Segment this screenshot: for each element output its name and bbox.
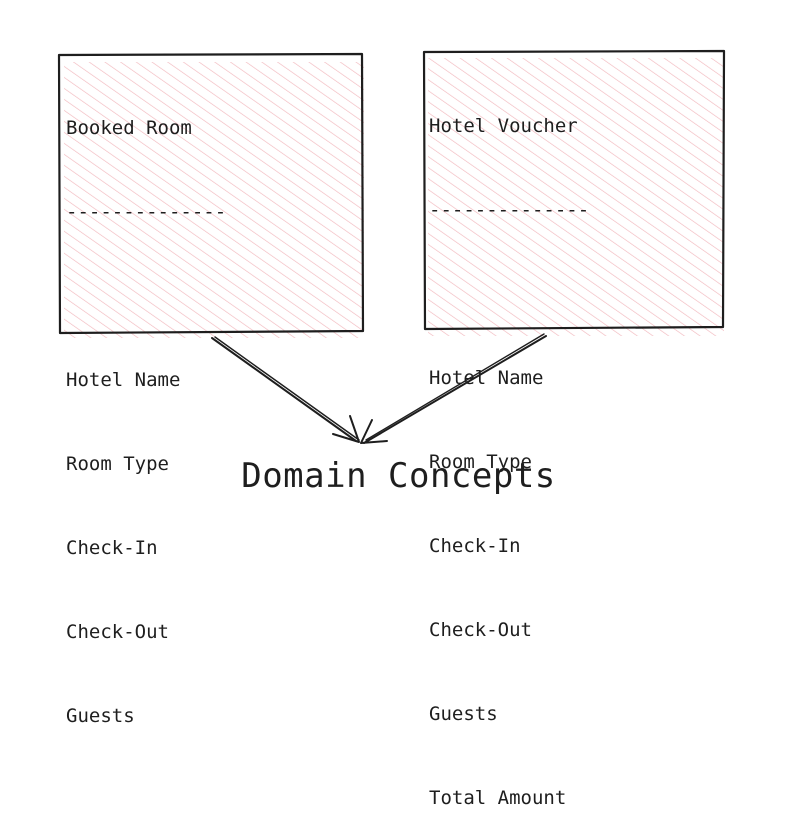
booked-room-box <box>57 52 365 335</box>
hotel-voucher-spacer <box>429 280 589 308</box>
domain-concepts-caption: Domain Concepts <box>241 456 556 496</box>
booked-room-separator: -------------- <box>66 201 227 223</box>
booked-room-title: Booked Room <box>66 117 192 139</box>
hotel-voucher-field: Total Amount <box>429 787 567 809</box>
arrow-left-to-domain <box>211 336 360 443</box>
booked-room-field: Check-Out <box>66 621 169 643</box>
booked-room-field: Guests <box>66 705 135 727</box>
booked-room-hatch-fill <box>64 62 364 338</box>
hotel-voucher-field: Hotel Name <box>429 367 544 389</box>
hotel-voucher-field: Check-Out <box>429 619 532 641</box>
hotel-voucher-field: Room Type <box>429 451 532 473</box>
hotel-voucher-content: Hotel Voucher -------------- Hotel Name … <box>429 56 589 840</box>
hotel-voucher-box <box>422 49 726 331</box>
booked-room-field: Room Type <box>66 453 169 475</box>
booked-room-content: Booked Room -------------- Hotel Name Ro… <box>66 58 226 758</box>
booked-room-field: Check-In <box>66 537 158 559</box>
hotel-voucher-hatch-fill <box>428 58 724 336</box>
hotel-voucher-field: Guests <box>429 703 498 725</box>
booked-room-field: Hotel Name <box>66 369 181 391</box>
arrow-right-to-domain <box>360 333 547 444</box>
hotel-voucher-field: Check-In <box>429 535 521 557</box>
hotel-voucher-title: Hotel Voucher <box>429 115 578 137</box>
booked-room-spacer <box>66 282 226 310</box>
hotel-voucher-separator: -------------- <box>429 199 590 221</box>
diagram-canvas <box>57 49 726 444</box>
